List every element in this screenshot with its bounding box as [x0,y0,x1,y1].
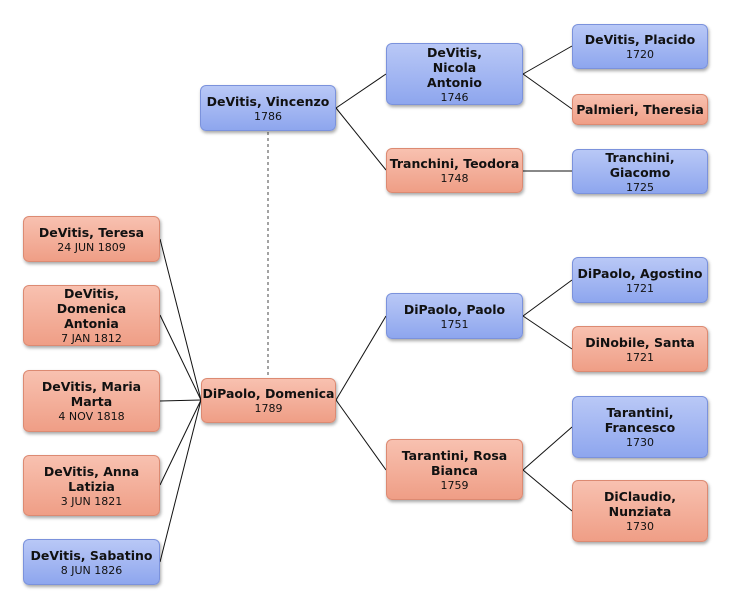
person-name: Tranchini, Teodora [389,156,520,171]
person-card-domenica[interactable]: DiPaolo, Domenica 1789 [201,378,336,423]
person-name: DiPaolo, Agostino [577,265,703,281]
person-name: DeVitis, Maria Marta [41,379,142,409]
person-card-rosa[interactable]: Tarantini, Rosa Bianca 1759 [386,439,523,500]
person-date: 1721 [626,281,654,295]
connector-child-maria-marta [159,399,202,402]
person-date: 7 JAN 1812 [61,332,122,345]
person-name: DeVitis, Teresa [38,224,145,240]
connector-child-teresa [159,238,202,401]
person-date: 1721 [626,350,654,364]
connector-child-anna-latizia [159,399,202,486]
person-date: 1730 [626,436,654,449]
person-date: 1746 [440,90,469,104]
person-date: 8 JUN 1826 [60,563,123,577]
connector-domenica-paolo [335,315,387,401]
person-card-giacomo[interactable]: Tranchini, Giacomo 1725 [572,149,708,194]
person-card-nicola[interactable]: DeVitis, Nicola Antonio 1746 [386,43,523,105]
person-card-nunziata[interactable]: DiClaudio, Nunziata 1730 [572,480,708,542]
person-card-francesco[interactable]: Tarantini, Francesco 1730 [572,396,708,458]
connector-child-domenica-antonia [159,314,202,401]
connector-vincenzo-teodora [335,107,387,171]
person-name: DeVitis, Placido [584,32,696,47]
person-card-santa[interactable]: DiNobile, Santa 1721 [572,326,708,372]
person-date: 24 JUN 1809 [57,240,126,254]
person-name: DiPaolo, Paolo [403,301,506,317]
person-card-paolo[interactable]: DiPaolo, Paolo 1751 [386,293,523,339]
person-name: DeVitis, Vincenzo [206,93,330,109]
connector-child-sabatino [159,399,202,563]
person-card-anna-latizia[interactable]: DeVitis, Anna Latizia 3 JUN 1821 [23,455,160,516]
person-name: Tarantini, Francesco [604,405,676,435]
connector-vincenzo-nicola [335,73,387,109]
connector-rosa-francesco [522,426,573,471]
person-date: 1786 [254,109,282,123]
person-date: 1730 [626,520,654,533]
person-date: 3 JUN 1821 [60,494,123,508]
connector-paolo-agostino [522,279,573,317]
person-date: 1748 [440,172,469,185]
person-date: 1789 [254,402,283,415]
connector-nicola-placido [522,45,573,75]
connector-paolo-santa [522,315,573,350]
person-card-vincenzo[interactable]: DeVitis, Vincenzo 1786 [200,85,336,131]
person-date: 4 NOV 1818 [58,410,125,423]
person-card-domenica-antonia[interactable]: DeVitis, Domenica Antonia 7 JAN 1812 [23,285,160,346]
person-name: DeVitis, Anna Latizia [43,463,140,494]
person-card-teresa[interactable]: DeVitis, Teresa 24 JUN 1809 [23,216,160,262]
person-name: DiPaolo, Domenica [202,386,335,401]
person-date: 1751 [440,317,469,331]
connector-domenica-rosa [335,399,387,471]
person-name: Tarantini, Rosa Bianca [401,447,508,478]
person-name: DeVitis, Sabatino [30,547,153,563]
person-card-teodora[interactable]: Tranchini, Teodora 1748 [386,148,523,193]
person-name: DiNobile, Santa [585,334,695,350]
person-name: Palmieri, Theresia [576,102,704,117]
person-card-agostino[interactable]: DiPaolo, Agostino 1721 [572,257,708,303]
connector-nicola-theresia [522,73,573,110]
person-date: 1759 [440,478,469,492]
person-name: DeVitis, Nicola Antonio [426,44,483,90]
person-date: 1725 [626,180,654,194]
connector-rosa-nunziata [522,469,573,512]
person-card-maria-marta[interactable]: DeVitis, Maria Marta 4 NOV 1818 [23,370,160,432]
person-name: DiClaudio, Nunziata [603,489,677,519]
person-card-sabatino[interactable]: DeVitis, Sabatino 8 JUN 1826 [23,539,160,585]
person-card-theresia[interactable]: Palmieri, Theresia [572,94,708,125]
person-date: 1720 [626,48,654,61]
person-name: DeVitis, Domenica Antonia [56,286,127,331]
person-name: Tranchini, Giacomo [605,149,675,180]
person-card-placido[interactable]: DeVitis, Placido 1720 [572,24,708,69]
